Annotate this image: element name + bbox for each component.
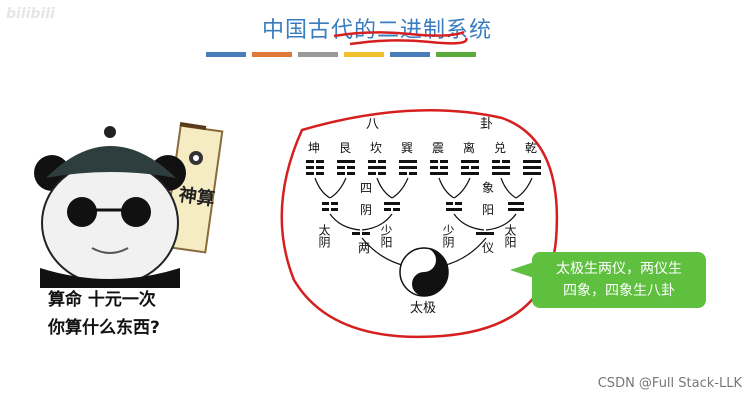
bubble-line1: 太极生两仪，两仪生 (556, 261, 682, 277)
trigram-name: 震 (432, 141, 444, 155)
sixiang-name: 太阳 (503, 223, 517, 248)
bubble-line2: 四象，四象生八卦 (563, 283, 675, 299)
panda-meme-image: 神算 (34, 122, 224, 288)
trigram-name: 坤 (308, 140, 320, 155)
liangyi-label-right: 仪 (482, 241, 494, 255)
liangyi-yang (476, 232, 494, 235)
bubble-pointer (510, 262, 534, 278)
bagua-label-right: 卦 (480, 117, 493, 132)
trigram-name: 坎 (370, 141, 382, 155)
watermark-logo: bilibili (6, 6, 55, 22)
trigram-name: 兑 (494, 141, 506, 155)
color-bar (252, 52, 292, 57)
trigram-name: 乾 (525, 141, 537, 155)
liangyi-symbols (352, 232, 494, 235)
trigram-name: 艮 (339, 141, 351, 155)
sign-text: 神算 (177, 183, 216, 210)
trigram-symbol (399, 160, 417, 175)
color-bar (436, 52, 476, 57)
sixiang-symbol (446, 202, 462, 211)
sixiang-name: 少阳 (379, 224, 393, 248)
taiji-label: 太极 (410, 301, 436, 316)
sixiang-name: 少阴 (441, 224, 455, 249)
sixiang-symbols (322, 202, 524, 211)
sixiang-label-bottom: 象 (482, 181, 494, 195)
bagua-label-left: 八 (366, 117, 379, 132)
bagua-diagram: 八 卦 坤 艮 坎 巽 震 离 兑 乾 四 象 (306, 117, 541, 316)
meme-caption-line2: 你算什么东西? (48, 318, 160, 338)
color-bar (298, 52, 338, 57)
sixiang-names: 太阴 少阳 少阴 太阳 (317, 223, 517, 249)
taiji-icon (399, 247, 449, 297)
sixiang-symbol (322, 202, 338, 211)
trigram-symbols (306, 160, 541, 175)
sixiang-mid-left: 阴 (360, 203, 372, 217)
meme-caption: 算命 十元一次 你算什么东西? (48, 286, 160, 342)
red-underline-annotation (333, 30, 468, 46)
sixiang-name: 太阴 (317, 223, 331, 249)
trigram-symbol (492, 160, 510, 175)
meme-caption-line1: 算命 十元一次 (48, 290, 156, 310)
liangyi-yin (352, 232, 370, 235)
trigram-symbol (368, 160, 386, 175)
page-title: 中国古代的二进制系统 (261, 18, 492, 43)
trigram-name: 巽 (401, 141, 413, 155)
credit-text: CSDN @Full Stack-LLK (597, 376, 742, 391)
trigram-symbol (461, 160, 479, 175)
connector-lines-upper (314, 177, 533, 199)
sixiang-symbol (384, 202, 400, 211)
trigram-symbol (337, 160, 355, 175)
explanation-bubble: 太极生两仪，两仪生 四象，四象生八卦 (532, 252, 706, 308)
title-color-bars (206, 52, 482, 58)
sixiang-label-top: 四 (360, 181, 372, 195)
color-bar (206, 52, 246, 57)
color-bar (344, 52, 384, 57)
liangyi-label-left: 两 (358, 241, 370, 255)
sixiang-symbol (508, 202, 524, 211)
trigram-name: 离 (463, 140, 475, 155)
color-bar (390, 52, 430, 57)
trigram-symbol (306, 160, 324, 175)
trigram-symbol (430, 160, 448, 175)
connector-lines-middle (329, 213, 517, 231)
red-circle-annotation (280, 109, 559, 339)
sixiang-mid-right: 阳 (482, 203, 494, 217)
trigram-symbol (523, 160, 541, 175)
